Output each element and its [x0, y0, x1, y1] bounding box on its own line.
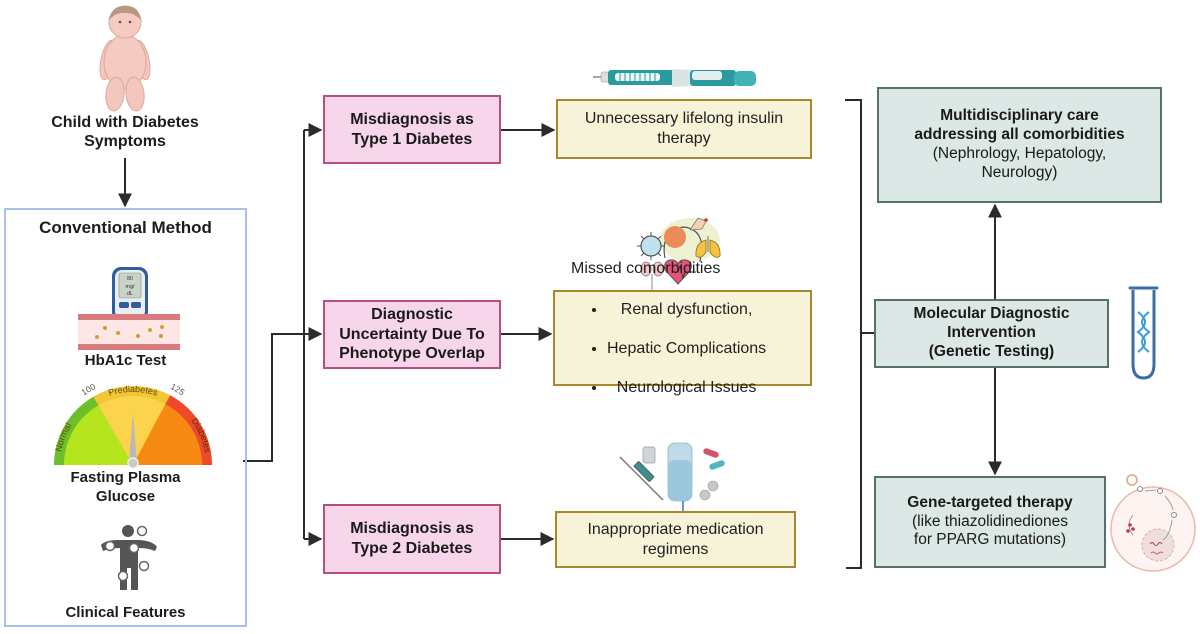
missed-comorbidities-title: Missed comorbidities	[571, 259, 721, 277]
molecular-diagnostic-box: Molecular Diagnostic Intervention (Genet…	[874, 299, 1109, 368]
molecular-diagnostic-title: Molecular Diagnostic Intervention (Genet…	[913, 305, 1070, 360]
multidisciplinary-care-detail: (Nephrology, Hepatology, Neurology)	[932, 145, 1107, 181]
gene-targeted-therapy-detail: (like thiazolidinediones for PPARG mutat…	[912, 512, 1068, 549]
blood-vessel-icon	[78, 314, 180, 350]
child-icon	[99, 5, 151, 112]
gauge-zone-prediabetes: Prediabetes	[107, 384, 159, 398]
medication-regimens-box: Inappropriate medication regimens	[555, 511, 796, 568]
comorbidity-item-hepatic: Hepatic Complications	[607, 339, 766, 359]
cell-icon	[1110, 474, 1196, 572]
glucose-gauge-icon: Normal Prediabetes Diabetes 100 125	[53, 381, 213, 469]
clinical-features-icon	[101, 525, 157, 590]
glucometer-icon: 80 mg/ dL	[112, 267, 148, 329]
insulin-pen-icon	[593, 69, 756, 87]
conventional-method-panel	[4, 208, 247, 627]
multidisciplinary-care-title: Multidisciplinary care addressing all co…	[914, 107, 1125, 144]
svg-text:Prediabetes: Prediabetes	[107, 384, 159, 398]
missed-comorbidities-box: Missed comorbidities Renal dysfunction, …	[553, 260, 812, 396]
comorbidities-icon	[637, 217, 721, 290]
conventional-method-title: Conventional Method	[39, 218, 212, 237]
type1-misdiagnosis-box: Misdiagnosis as Type 1 Diabetes	[323, 95, 501, 164]
glucometer-unit-top: mg/	[125, 284, 135, 290]
test-tube-dna-icon	[1128, 286, 1159, 380]
comorbidity-list: Renal dysfunction, Hepatic Complications…	[571, 280, 766, 417]
gene-targeted-therapy-title: Gene-targeted therapy	[907, 493, 1073, 511]
glucometer-value: 80	[127, 276, 133, 282]
medications-icon	[619, 442, 725, 511]
bracket-consequences	[845, 99, 862, 569]
multidisciplinary-care-box: Multidisciplinary care addressing all co…	[877, 87, 1162, 203]
hba1c-test-label: HbA1c Test	[84, 352, 167, 369]
fasting-plasma-glucose-label: Fasting Plasma Glucose	[70, 469, 181, 505]
connector-conventional-to-uncertainty	[243, 327, 323, 462]
clinical-features-label: Clinical Features	[65, 604, 186, 621]
diagnostic-uncertainty-box: Diagnostic Uncertainty Due To Phenotype …	[323, 300, 501, 369]
start-node-label: Child with Diabetes Symptoms	[51, 114, 199, 151]
gene-targeted-therapy-box: Gene-targeted therapy (like thiazolidine…	[874, 476, 1106, 568]
comorbidity-item-renal: Renal dysfunction,	[607, 300, 766, 320]
comorbidity-item-neurological: Neurological Issues	[607, 378, 766, 398]
glucometer-unit-bottom: dL	[127, 291, 133, 297]
type2-misdiagnosis-box: Misdiagnosis as Type 2 Diabetes	[323, 504, 501, 574]
gauge-needle	[129, 412, 137, 463]
insulin-therapy-box: Unnecessary lifelong insulin therapy	[556, 99, 812, 159]
